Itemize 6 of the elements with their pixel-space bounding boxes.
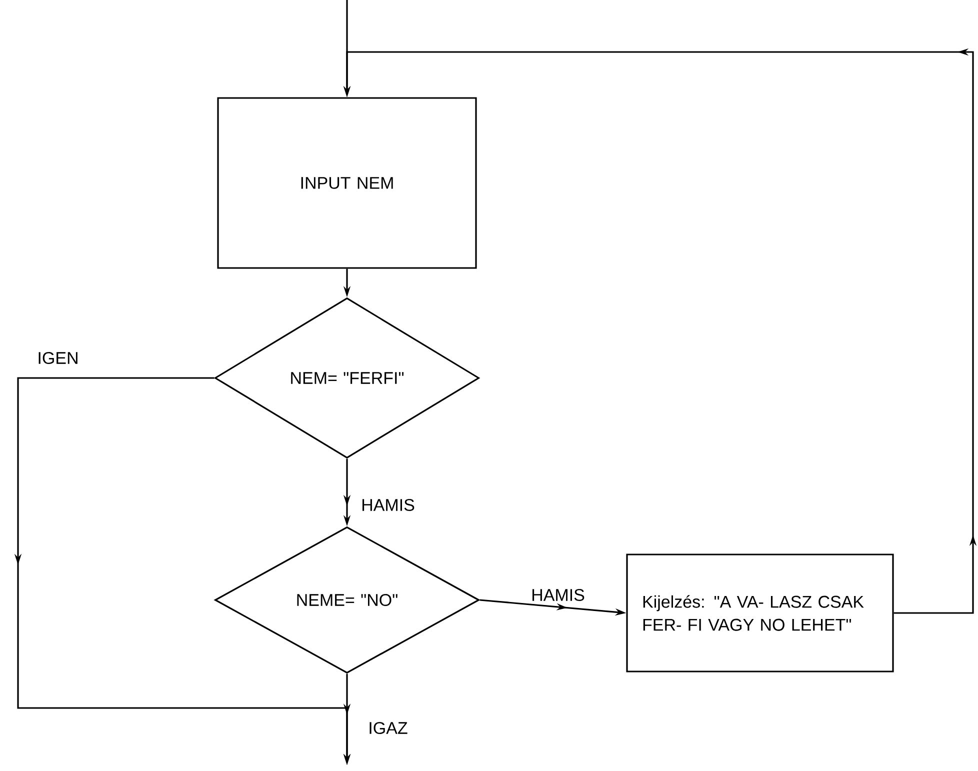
edge-label: HAMIS <box>529 586 587 604</box>
edge-label: IGAZ <box>366 720 410 736</box>
process-box: Kijelzés: "A VA- LASZ CSAK FER- FI VAGY NO LEHET" <box>626 554 894 672</box>
edge-label: HAMIS <box>359 496 417 514</box>
edge-label: IGEN <box>35 350 81 366</box>
process-box: INPUT NEM <box>217 97 477 269</box>
